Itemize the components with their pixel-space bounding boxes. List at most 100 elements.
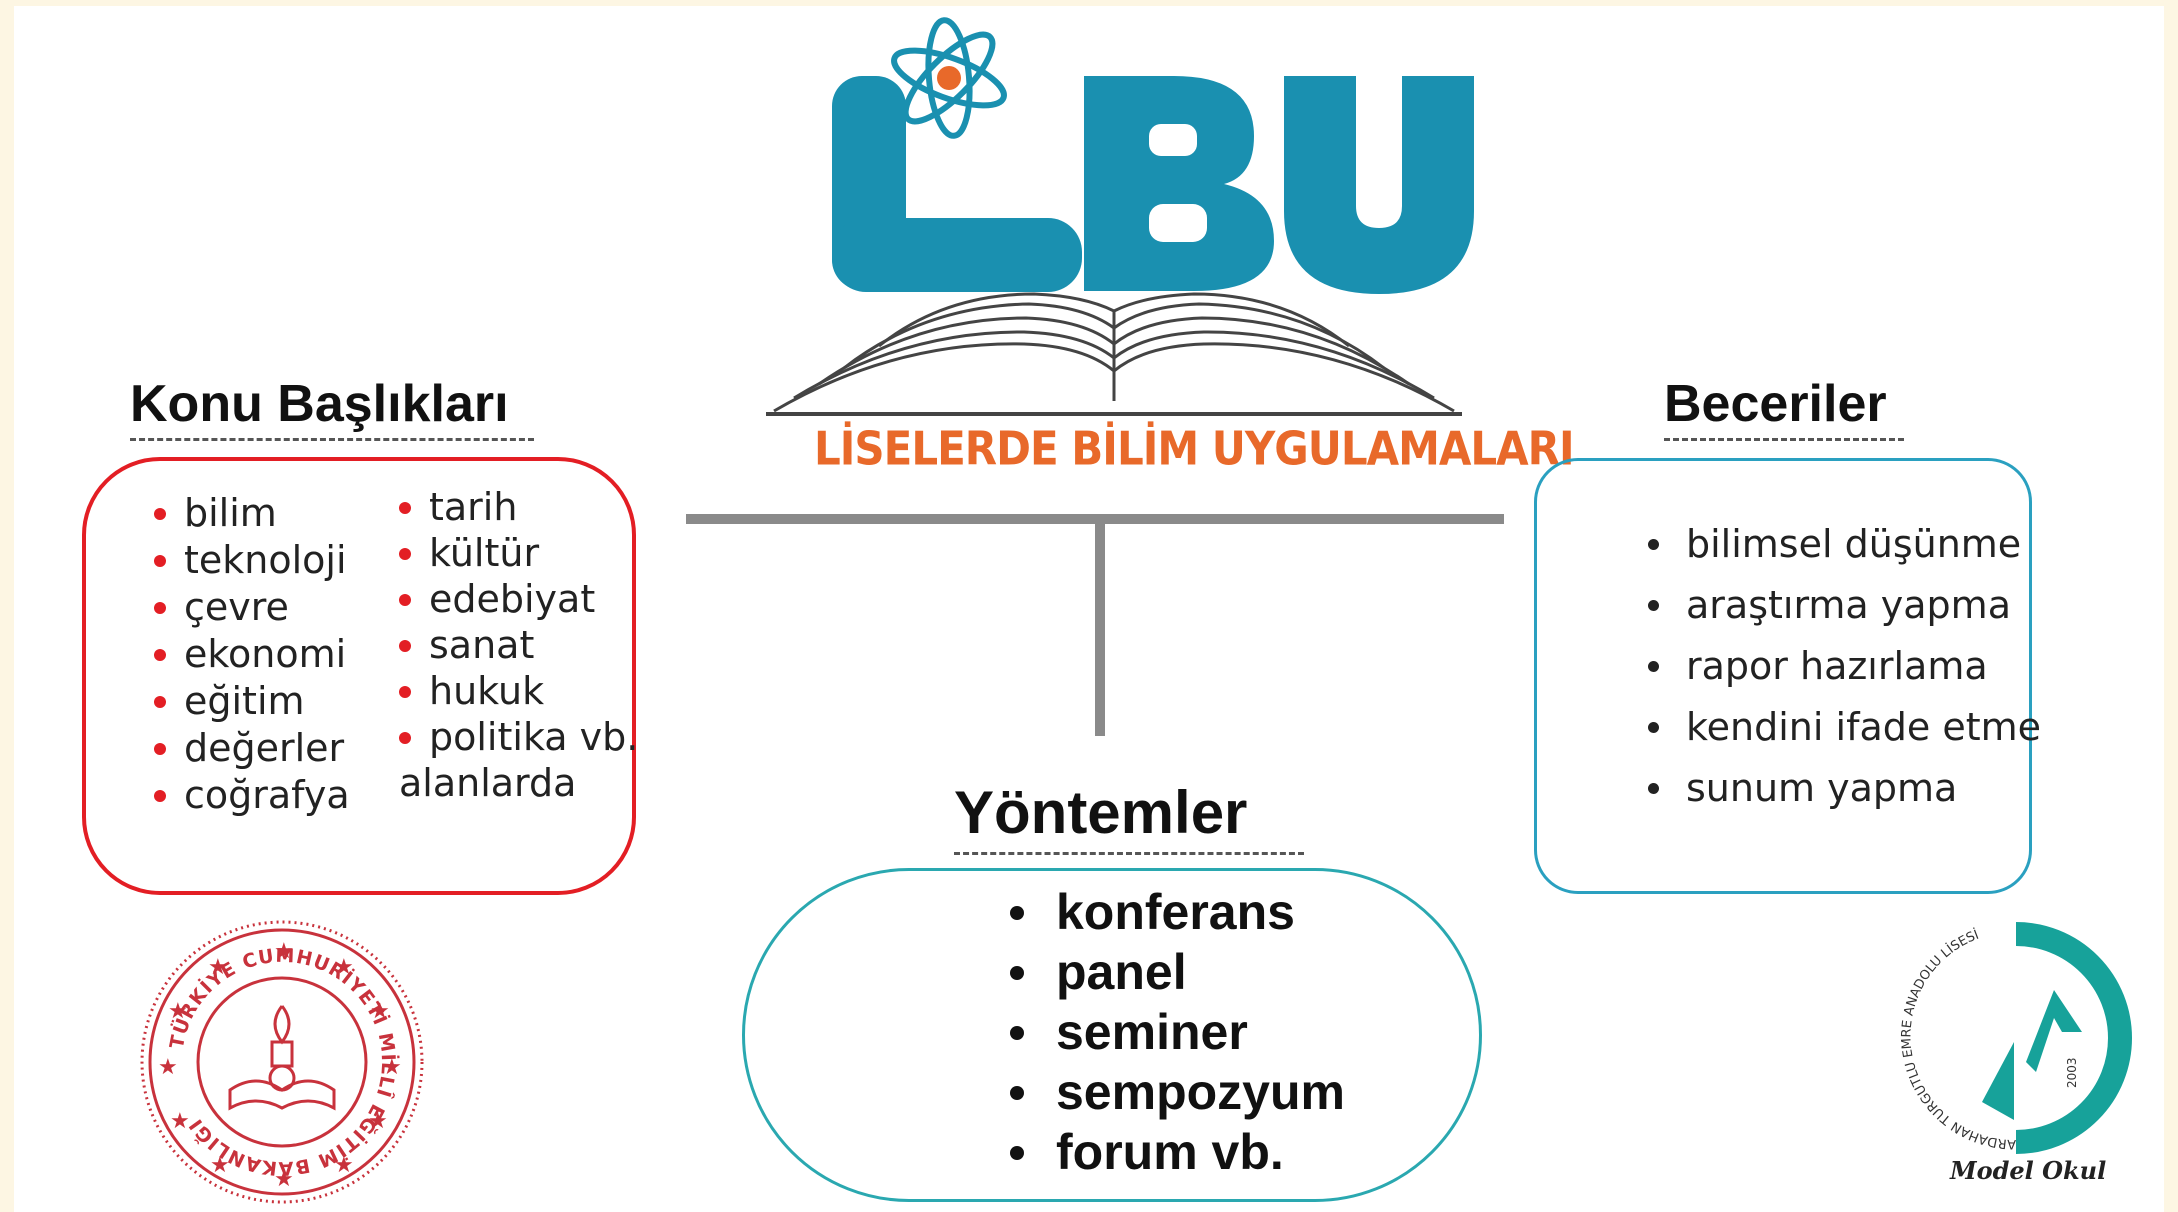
bullet-icon	[1648, 722, 1659, 733]
svg-text:★: ★	[334, 955, 354, 980]
bullet-icon	[1010, 1146, 1024, 1160]
school-year: 2003	[2065, 1057, 2079, 1088]
bullet-icon	[154, 696, 166, 708]
svg-text:★: ★	[334, 1153, 354, 1178]
skills-title: Beceriler	[1664, 375, 1887, 433]
svg-text:★: ★	[370, 999, 390, 1024]
bullet-icon	[154, 790, 166, 802]
methods-title-underline	[954, 852, 1304, 855]
skill-item-0: bilimsel düşünme	[1648, 514, 2041, 575]
topic-item-4: eğitim	[154, 678, 350, 725]
topic-item-right-label: politika vb.	[429, 715, 639, 759]
logo-letter-u	[1284, 76, 1474, 294]
topics-title-underline	[130, 438, 534, 441]
method-item-2: seminer	[1010, 1002, 1345, 1062]
lbu-logo-graphic	[766, 17, 1474, 416]
topic-item-3: ekonomi	[154, 631, 350, 678]
bullet-icon	[154, 602, 166, 614]
topic-item-right-2: edebiyat	[399, 576, 638, 622]
open-book-icon	[766, 292, 1462, 416]
bullet-icon	[154, 743, 166, 755]
svg-text:★: ★	[168, 999, 188, 1024]
topics-box	[82, 457, 636, 895]
bullet-icon	[1648, 600, 1659, 611]
bullet-icon	[399, 502, 411, 514]
bullet-icon	[399, 686, 411, 698]
method-item-label: panel	[1056, 944, 1187, 1000]
logo-tagline: LİSELERDE BİLİM UYGULAMALARI	[814, 421, 1575, 476]
method-item-label: konferans	[1056, 884, 1295, 940]
skill-item-label: sunum yapma	[1686, 766, 1958, 810]
topic-item-label: teknoloji	[184, 538, 347, 582]
svg-text:★: ★	[274, 939, 294, 964]
bullet-icon	[399, 548, 411, 560]
topic-item-label: bilim	[184, 491, 277, 535]
svg-text:★: ★	[368, 1109, 388, 1134]
svg-text:★: ★	[158, 1055, 178, 1080]
topic-item-5: değerler	[154, 725, 350, 772]
bullet-icon	[1010, 1086, 1024, 1100]
skills-title-underline	[1664, 438, 1904, 441]
bullet-icon	[399, 732, 411, 744]
topic-item-label: değerler	[184, 726, 345, 770]
topic-item-right-label: tarih	[429, 485, 518, 529]
method-item-label: sempozyum	[1056, 1064, 1345, 1120]
lbu-logo: LİSELERDE BİLİM UYGULAMALARI	[754, 6, 1575, 476]
skill-item-4: sunum yapma	[1648, 758, 2041, 819]
bullet-icon	[154, 555, 166, 567]
topic-item-right-4: hukuk	[399, 668, 638, 714]
method-item-label: seminer	[1056, 1004, 1248, 1060]
topic-item-right-label: edebiyat	[429, 577, 596, 621]
bullet-icon	[1648, 539, 1659, 550]
bullet-icon	[1010, 906, 1024, 920]
connector-vertical-line	[1095, 524, 1105, 736]
topic-item-2: çevre	[154, 584, 350, 631]
svg-text:★: ★	[170, 1109, 190, 1134]
bullet-icon	[1010, 1026, 1024, 1040]
method-item-1: panel	[1010, 942, 1345, 1002]
svg-text:★: ★	[208, 955, 228, 980]
topic-item-right-1: kültür	[399, 530, 638, 576]
method-item-3: sempozyum	[1010, 1062, 1345, 1122]
skill-item-label: kendini ifade etme	[1686, 705, 2041, 749]
svg-text:ARDAHAN TURGUTLU EMRE ANADOLU: ARDAHAN TURGUTLU EMRE ANADOLU LİSESİ	[1899, 927, 2016, 1151]
connector-horizontal-line	[686, 514, 1504, 524]
skill-item-2: rapor hazırlama	[1648, 636, 2041, 697]
topic-item-6: coğrafya	[154, 772, 350, 819]
topic-item-label: çevre	[184, 585, 289, 629]
diagram-canvas: LİSELERDE BİLİM UYGULAMALARI Konu Başlık…	[14, 6, 2164, 1212]
bullet-icon	[154, 649, 166, 661]
topic-item-right-0: tarih	[399, 484, 638, 530]
skill-item-label: bilimsel düşünme	[1686, 522, 2022, 566]
topic-item-label: ekonomi	[184, 632, 347, 676]
topic-item-right-3: sanat	[399, 622, 638, 668]
topic-item-right-5: politika vb.	[399, 714, 638, 760]
topics-continuation-text: alanlarda	[399, 761, 577, 805]
method-item-0: konferans	[1010, 882, 1345, 942]
topics-title: Konu Başlıkları	[130, 375, 509, 433]
methods-title: Yöntemler	[954, 779, 1248, 846]
topic-item-label: eğitim	[184, 679, 305, 723]
method-item-4: forum vb.	[1010, 1122, 1345, 1182]
topic-item-1: teknoloji	[154, 537, 350, 584]
topic-item-right-label: sanat	[429, 623, 535, 667]
school-arc-text: ARDAHAN TURGUTLU EMRE ANADOLU LİSESİ	[1899, 927, 2016, 1151]
meb-seal-logo: TÜRKİYE CUMHURİYETİ MİLLÎ EĞİTİM BAKANLI…	[138, 918, 426, 1206]
method-item-label: forum vb.	[1056, 1124, 1284, 1180]
skills-box	[1534, 458, 2032, 894]
atom-icon	[891, 17, 1007, 139]
logo-letter-b	[1084, 76, 1274, 291]
skill-item-1: araştırma yapma	[1648, 575, 2041, 636]
bullet-icon	[1648, 783, 1659, 794]
bullet-icon	[1010, 966, 1024, 980]
topic-item-right-label: kültür	[429, 531, 540, 575]
school-logo: ARDAHAN TURGUTLU EMRE ANADOLU LİSESİ 200…	[1886, 912, 2156, 1202]
methods-box	[742, 868, 1482, 1202]
topic-item-label: coğrafya	[184, 773, 350, 817]
topic-item-right-label: hukuk	[429, 669, 545, 713]
bullet-icon	[154, 508, 166, 520]
bullet-icon	[1648, 661, 1659, 672]
skill-item-3: kendini ifade etme	[1648, 697, 2041, 758]
